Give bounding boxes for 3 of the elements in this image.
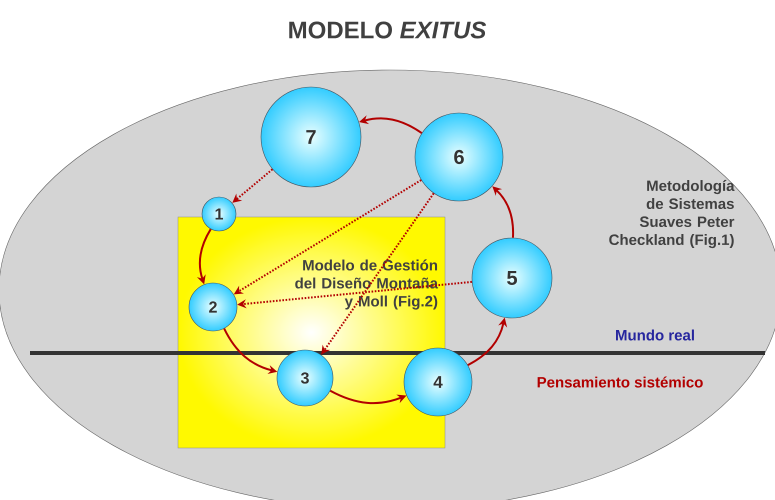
- region-label: Pensamiento sistémico: [538, 376, 703, 388]
- title: MODELO EXITUS: [289, 22, 486, 38]
- region-label: Mundo real: [616, 330, 694, 340]
